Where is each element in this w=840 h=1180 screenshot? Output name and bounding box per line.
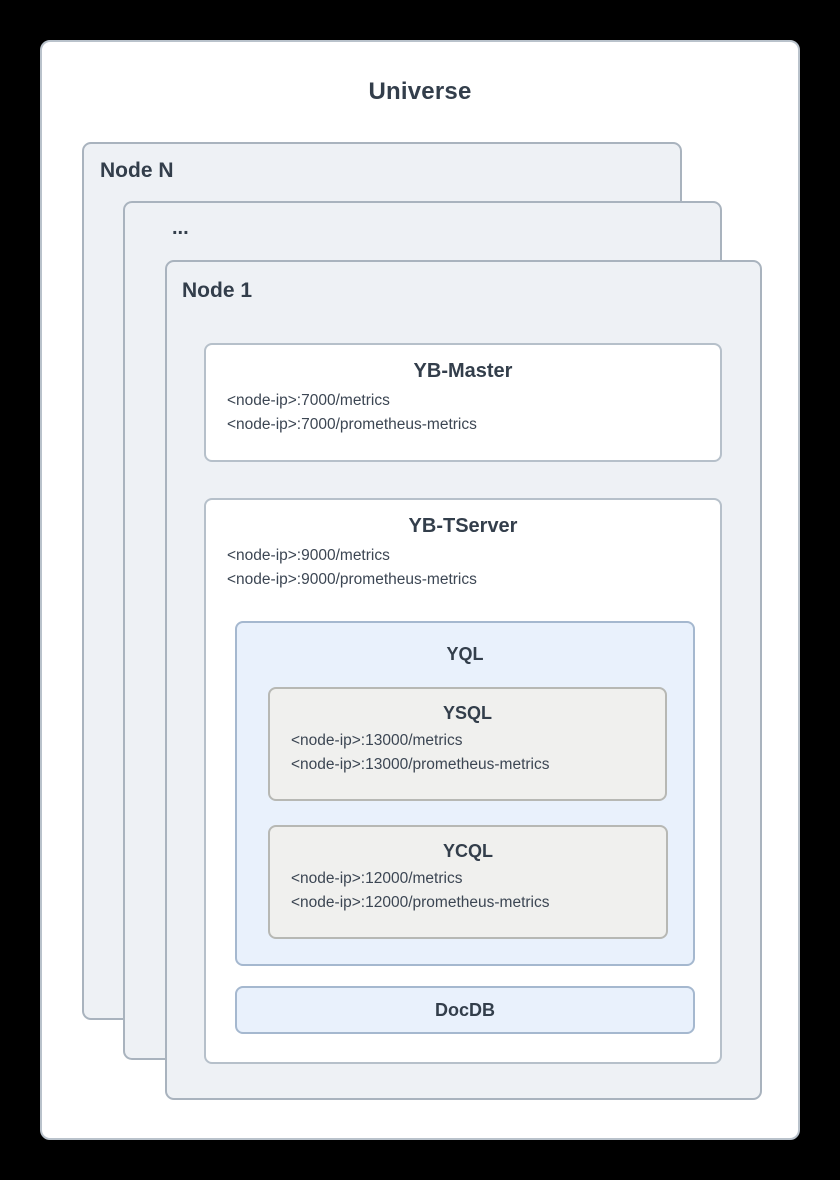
yb-tserver-title: YB-TServer [408, 515, 518, 537]
yb-master-endpoint-prometheus: <node-ip>:7000/prometheus-metrics [227, 416, 477, 433]
ycql-endpoint-metrics: <node-ip>:12000/metrics [291, 870, 463, 887]
yb-master-endpoints: <node-ip>:7000/metrics <node-ip>:7000/pr… [206, 389, 720, 437]
yb-tserver-endpoint-metrics: <node-ip>:9000/metrics [227, 547, 390, 564]
yql-title: YQL [446, 644, 484, 664]
universe-title: Universe [368, 78, 472, 105]
ycql-title: YCQL [442, 841, 493, 861]
yql-box: YQL YSQL <node-ip>:13000/metrics <node-i… [235, 621, 695, 966]
yb-master-endpoint-metrics: <node-ip>:7000/metrics [227, 392, 390, 409]
node-n-label: Node N [100, 159, 174, 182]
node-1-label: Node 1 [182, 279, 253, 302]
yb-tserver-box: YB-TServer <node-ip>:9000/metrics <node-… [204, 498, 722, 1064]
ysql-endpoint-metrics: <node-ip>:13000/metrics [291, 732, 463, 749]
ycql-endpoint-prometheus: <node-ip>:12000/prometheus-metrics [291, 894, 550, 911]
ysql-endpoints: <node-ip>:13000/metrics <node-ip>:13000/… [270, 729, 665, 777]
docdb-title: DocDB [434, 999, 495, 1020]
ycql-endpoints: <node-ip>:12000/metrics <node-ip>:12000/… [270, 867, 666, 915]
yb-tserver-endpoints: <node-ip>:9000/metrics <node-ip>:9000/pr… [206, 544, 720, 592]
yb-master-box: YB-Master <node-ip>:7000/metrics <node-i… [204, 343, 722, 462]
node-dots-label: ... [172, 217, 189, 239]
docdb-box: DocDB [235, 986, 695, 1034]
ysql-endpoint-prometheus: <node-ip>:13000/prometheus-metrics [291, 756, 550, 773]
node-1-box: Node 1 YB-Master <node-ip>:7000/metrics … [165, 260, 762, 1100]
yb-master-title: YB-Master [413, 360, 513, 382]
yb-tserver-endpoint-prometheus: <node-ip>:9000/prometheus-metrics [227, 571, 477, 588]
ysql-box: YSQL <node-ip>:13000/metrics <node-ip>:1… [268, 687, 667, 801]
ysql-title: YSQL [442, 703, 492, 723]
ycql-box: YCQL <node-ip>:12000/metrics <node-ip>:1… [268, 825, 668, 939]
universe-card: Universe Node N ... Node 1 YB-Master <no… [40, 40, 800, 1140]
